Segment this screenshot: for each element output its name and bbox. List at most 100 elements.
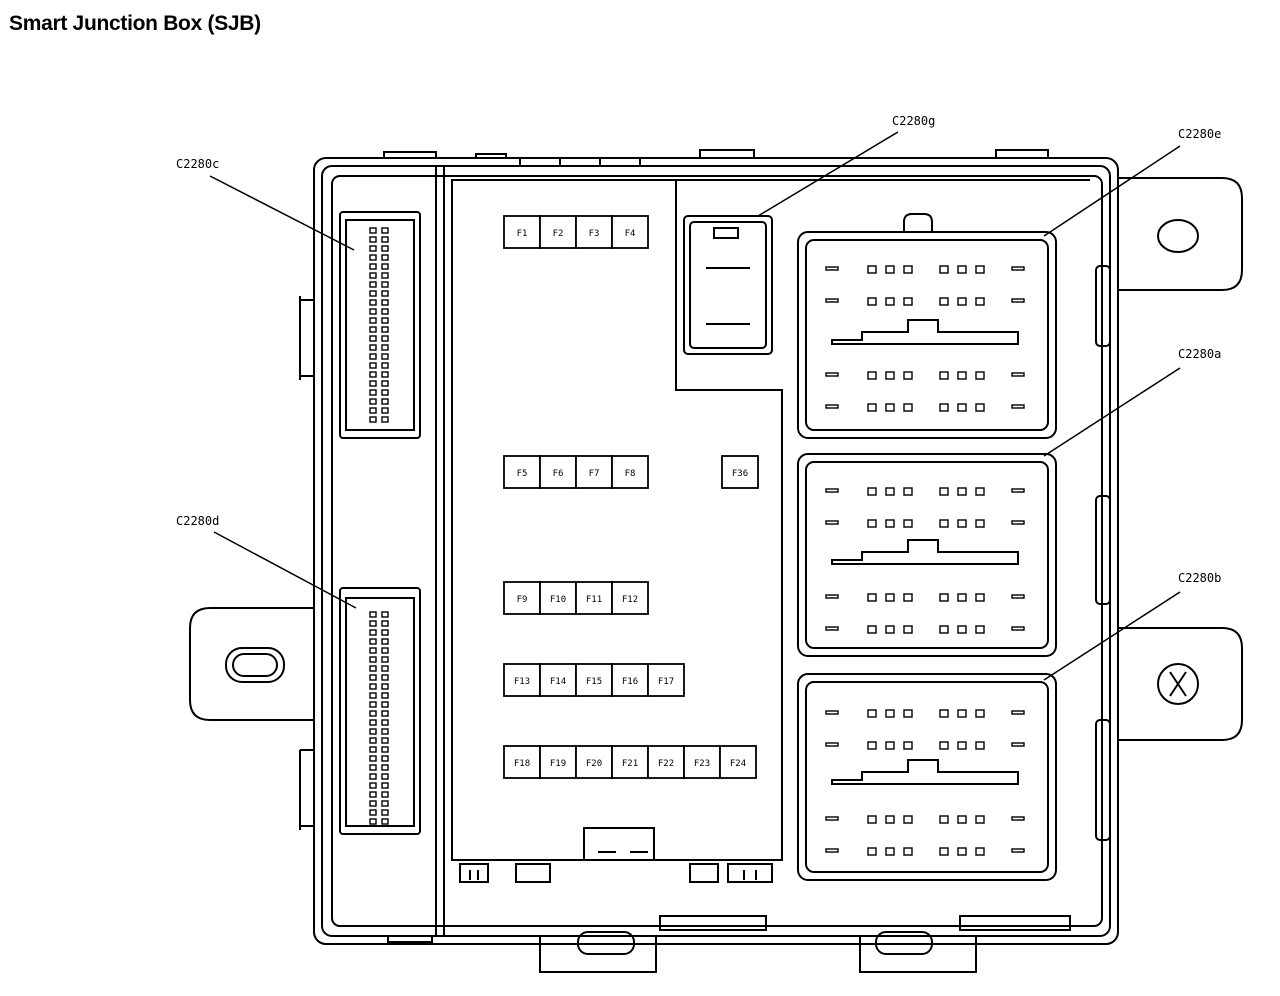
leader-c2280d bbox=[213, 531, 357, 609]
pin bbox=[1011, 520, 1025, 525]
pin bbox=[957, 815, 967, 824]
pin bbox=[975, 709, 985, 718]
pin bbox=[381, 737, 389, 744]
pin bbox=[381, 665, 389, 672]
pin bbox=[369, 692, 377, 699]
pin bbox=[381, 281, 389, 288]
pin bbox=[885, 519, 895, 528]
pin bbox=[939, 403, 949, 412]
pin bbox=[903, 593, 913, 602]
fuse-f16: F16 bbox=[622, 677, 638, 687]
pin bbox=[885, 741, 895, 750]
pin bbox=[381, 674, 389, 681]
page-title: Smart Junction Box (SJB) bbox=[9, 12, 261, 35]
pin bbox=[903, 815, 913, 824]
pin bbox=[885, 487, 895, 496]
fuse-f5: F5 bbox=[517, 469, 528, 479]
pin bbox=[369, 620, 377, 627]
pin bbox=[975, 403, 985, 412]
pin bbox=[369, 746, 377, 753]
fuse-f14: F14 bbox=[550, 677, 566, 687]
pin bbox=[867, 625, 877, 634]
pin bbox=[381, 620, 389, 627]
pin bbox=[369, 380, 377, 387]
pin bbox=[1011, 848, 1025, 853]
pin bbox=[1011, 742, 1025, 747]
fuse-f9: F9 bbox=[517, 595, 528, 605]
pin bbox=[867, 847, 877, 856]
pin bbox=[825, 816, 839, 821]
pin bbox=[825, 404, 839, 409]
pin bbox=[381, 782, 389, 789]
pin bbox=[369, 764, 377, 771]
pin bbox=[381, 371, 389, 378]
pin bbox=[1011, 372, 1025, 377]
pin bbox=[381, 335, 389, 342]
pin bbox=[381, 755, 389, 762]
pin bbox=[957, 519, 967, 528]
pin bbox=[975, 625, 985, 634]
pin bbox=[975, 847, 985, 856]
fuse-f23: F23 bbox=[694, 759, 710, 769]
pin bbox=[369, 710, 377, 717]
pin bbox=[369, 701, 377, 708]
pin bbox=[957, 371, 967, 380]
pin bbox=[975, 815, 985, 824]
pin bbox=[1011, 266, 1025, 271]
pin bbox=[903, 371, 913, 380]
connector-c2280g bbox=[683, 215, 773, 355]
pin bbox=[381, 398, 389, 405]
pin bbox=[369, 773, 377, 780]
pin bbox=[369, 299, 377, 306]
fuse-f12: F12 bbox=[622, 595, 638, 605]
pin bbox=[975, 371, 985, 380]
pin bbox=[381, 290, 389, 297]
pin bbox=[867, 815, 877, 824]
pin bbox=[369, 389, 377, 396]
pin bbox=[381, 227, 389, 234]
fuse-f11: F11 bbox=[586, 595, 602, 605]
pin bbox=[381, 245, 389, 252]
pin bbox=[381, 407, 389, 414]
pin bbox=[825, 594, 839, 599]
pin bbox=[903, 847, 913, 856]
pin bbox=[825, 710, 839, 715]
leader-c2280g bbox=[757, 131, 899, 217]
pin bbox=[369, 683, 377, 690]
connector-c2280b bbox=[797, 673, 1057, 881]
pin bbox=[957, 709, 967, 718]
pin bbox=[825, 298, 839, 303]
fuse-f6: F6 bbox=[553, 469, 564, 479]
fuse-f13: F13 bbox=[514, 677, 530, 687]
pin bbox=[1011, 298, 1025, 303]
pin bbox=[381, 353, 389, 360]
pin bbox=[381, 263, 389, 270]
pin bbox=[903, 297, 913, 306]
pin bbox=[939, 487, 949, 496]
pin bbox=[381, 728, 389, 735]
pin bbox=[369, 353, 377, 360]
pin bbox=[825, 372, 839, 377]
connector-c2280d bbox=[339, 587, 421, 835]
pin bbox=[939, 709, 949, 718]
pin bbox=[369, 755, 377, 762]
pin bbox=[903, 265, 913, 274]
pin bbox=[867, 519, 877, 528]
pin bbox=[381, 764, 389, 771]
pin bbox=[381, 791, 389, 798]
pin bbox=[381, 692, 389, 699]
label-c2280c: C2280c bbox=[176, 157, 219, 171]
pin bbox=[381, 317, 389, 324]
pin bbox=[381, 818, 389, 825]
pin bbox=[1011, 488, 1025, 493]
pin bbox=[939, 265, 949, 274]
pin bbox=[381, 299, 389, 306]
pin bbox=[975, 265, 985, 274]
pin bbox=[903, 709, 913, 718]
pin bbox=[939, 593, 949, 602]
pin bbox=[939, 371, 949, 380]
pin bbox=[369, 407, 377, 414]
pin bbox=[369, 362, 377, 369]
leader-c2280a bbox=[1043, 367, 1181, 457]
